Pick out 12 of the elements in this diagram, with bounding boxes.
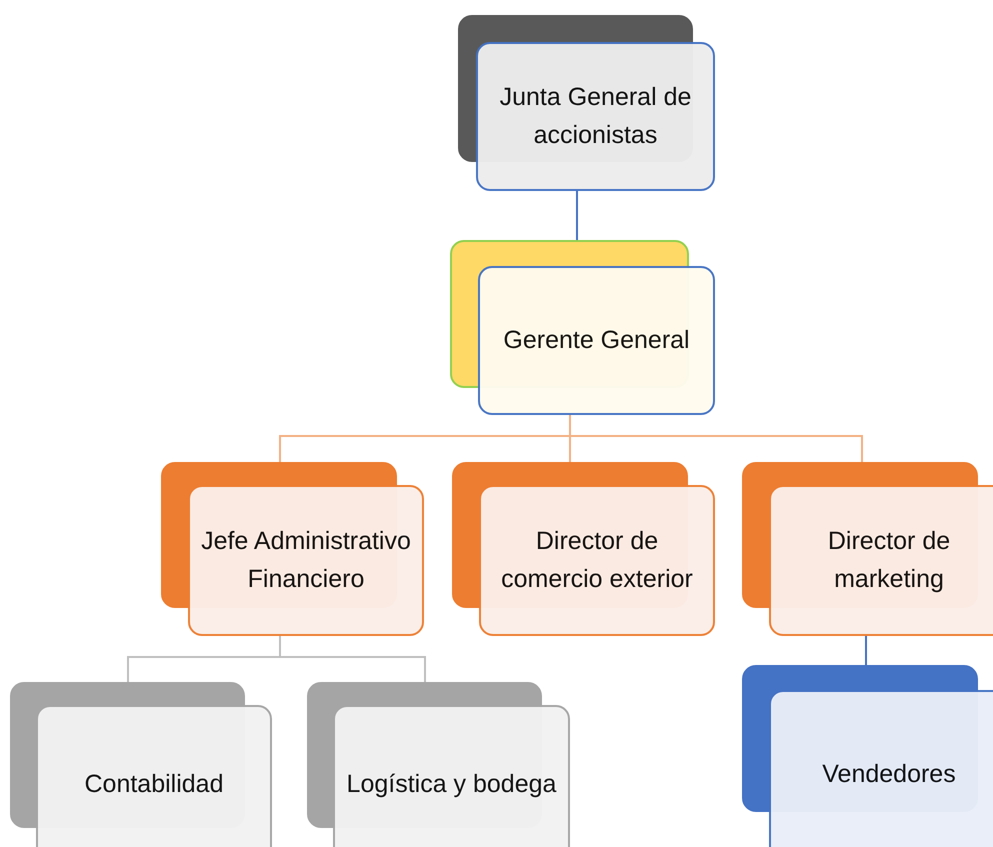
role-label: Director de comercio exterior	[500, 526, 694, 594]
role-label: Vendedores	[821, 759, 957, 790]
role-label: Logística y bodega	[346, 769, 558, 800]
role-label: Contabilidad	[84, 769, 224, 800]
role-label: Director de marketing	[826, 526, 952, 594]
connector-line	[576, 191, 578, 240]
connector-line	[569, 415, 863, 462]
role-label: Junta General de accionistas	[498, 82, 692, 150]
connector-line	[279, 636, 426, 682]
connector-line	[865, 636, 867, 665]
role-label: Jefe Administrativo Financiero	[200, 526, 412, 594]
role-label: Gerente General	[502, 324, 691, 356]
